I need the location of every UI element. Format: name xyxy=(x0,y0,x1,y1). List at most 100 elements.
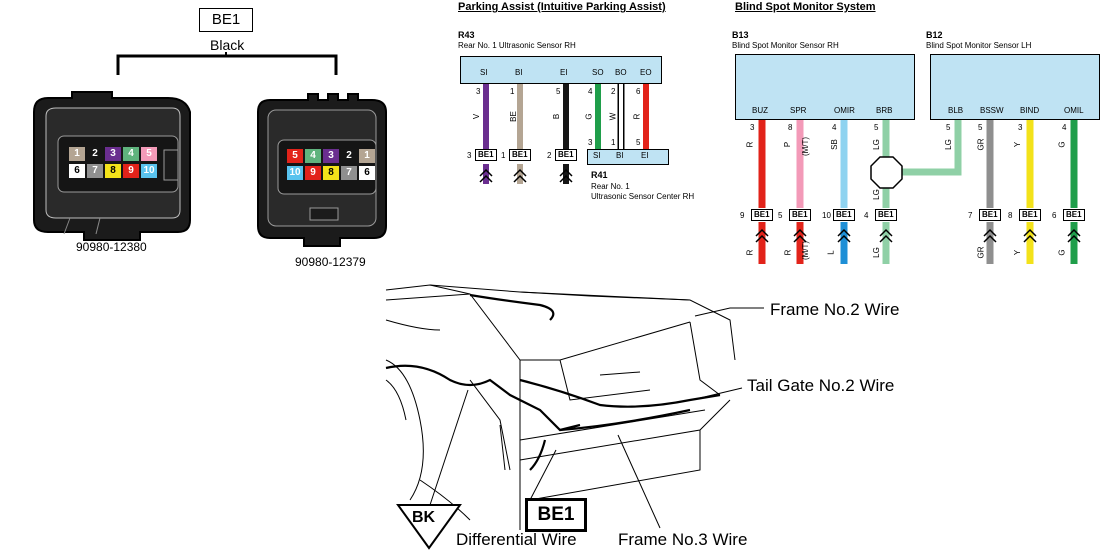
connector-pin: 10 xyxy=(141,164,157,178)
wire-bottom-pin: 1 xyxy=(611,138,616,147)
be1-connector-tag: BE1 xyxy=(875,209,897,221)
connector-pin: 6 xyxy=(69,164,85,178)
wire-top-pin: 5 xyxy=(946,123,951,132)
r43-pin-label: SI xyxy=(480,68,488,77)
connector-pin: 9 xyxy=(123,164,139,178)
connector-pin: 7 xyxy=(87,164,103,178)
r41-pin-label: SI xyxy=(593,151,601,160)
wire-top-pin: 3 xyxy=(750,123,755,132)
be1-connector-tag: BE1 xyxy=(555,149,577,161)
r43-pin-label: EI xyxy=(560,68,568,77)
wire-top-pin: 8 xyxy=(788,123,793,132)
r43-code: R43 xyxy=(458,30,475,40)
b12-pin-label: BLB xyxy=(948,106,964,115)
wire-top-pin: 3 xyxy=(1018,123,1023,132)
wire-top-pin: 2 xyxy=(611,87,616,96)
connector-pin: 5 xyxy=(141,147,157,161)
r43-pin-label: SO xyxy=(592,68,604,77)
connector-pin: 3 xyxy=(323,149,339,163)
b13-pin-label: OMIR xyxy=(834,106,855,115)
frame-no3-wire-callout: Frame No.3 Wire xyxy=(618,530,748,549)
b13-code: B13 xyxy=(732,30,749,40)
wire-bottom-pin: 3 xyxy=(588,138,593,147)
b12-pin-label: BIND xyxy=(1020,106,1040,115)
wire-conn-pin: 2 xyxy=(547,151,552,160)
wire-conn-pin: 7 xyxy=(968,211,973,220)
wire-top-pin: 4 xyxy=(832,123,837,132)
b13-sensor-box xyxy=(735,54,915,120)
wire-top-pin: 1 xyxy=(510,87,515,96)
b12-sensor-box xyxy=(930,54,1100,120)
wire-conn-pin: 4 xyxy=(864,211,869,220)
b13-pin-label: SPR xyxy=(790,106,807,115)
b12-pin-label: OMIL xyxy=(1064,106,1084,115)
r43-pin-label: EO xyxy=(640,68,652,77)
parking-assist-title: Parking Assist (Intuitive Parking Assist… xyxy=(458,1,666,13)
connector-pin: 1 xyxy=(359,149,375,163)
frame-no2-wire-callout: Frame No.2 Wire xyxy=(770,300,900,319)
be1-connector-tag: BE1 xyxy=(475,149,497,161)
wire-top-pin: 5 xyxy=(874,123,879,132)
r41-pin-label: BI xyxy=(616,151,624,160)
wire-conn-pin: 8 xyxy=(1008,211,1013,220)
wire-top-pin: 4 xyxy=(588,87,593,96)
r43-sensor-box xyxy=(460,56,662,84)
connector-pin: 4 xyxy=(305,149,321,163)
be1-connector-tag: BE1 xyxy=(509,149,531,161)
connector-pin: 7 xyxy=(341,166,357,180)
r41-name-line2: Ultrasonic Sensor Center RH xyxy=(591,192,695,201)
left-part-number: 90980-12380 xyxy=(76,240,147,254)
r41-pin-label: EI xyxy=(641,151,649,160)
be1-connector-tag: BE1 xyxy=(979,209,1001,221)
r41-code: R41 xyxy=(591,170,608,180)
r41-sensor-box xyxy=(587,149,669,165)
b12-pin-label: BSSW xyxy=(980,106,1004,115)
wire-top-pin: 6 xyxy=(636,87,641,96)
wire-top-pin: 5 xyxy=(978,123,983,132)
be1-connector-tag: BE1 xyxy=(789,209,811,221)
wire-top-pin: 5 xyxy=(556,87,561,96)
be1-connector-tag: BE1 xyxy=(1063,209,1085,221)
connector-pin: 8 xyxy=(105,164,121,178)
connector-pin: 9 xyxy=(305,166,321,180)
r43-name: Rear No. 1 Ultrasonic Sensor RH xyxy=(458,41,576,50)
differential-wire-callout: Differential Wire xyxy=(456,530,577,549)
connector-id-box: BE1 xyxy=(199,8,253,32)
wire-conn-pin: 10 xyxy=(822,211,831,220)
r41-name-line1: Rear No. 1 xyxy=(591,182,630,191)
b13-pin-label: BUZ xyxy=(752,106,768,115)
connector-pin: 8 xyxy=(323,166,339,180)
wire-conn-pin: 6 xyxy=(1052,211,1057,220)
be1-connector-tag: BE1 xyxy=(751,209,773,221)
b12-name: Blind Spot Monitor Sensor LH xyxy=(926,41,1032,50)
wire-top-pin: 3 xyxy=(476,87,481,96)
wire-conn-pin: 5 xyxy=(778,211,783,220)
wire-conn-pin: 9 xyxy=(740,211,745,220)
be1-connector-tag: BE1 xyxy=(1019,209,1041,221)
connector-pin: 2 xyxy=(87,147,103,161)
connector-pin: 2 xyxy=(341,149,357,163)
b12-code: B12 xyxy=(926,30,943,40)
r43-pin-label: BI xyxy=(515,68,523,77)
wire-conn-pin: 1 xyxy=(501,151,506,160)
b13-pin-label: BRB xyxy=(876,106,893,115)
b13-name: Blind Spot Monitor Sensor RH xyxy=(732,41,839,50)
bk-label: BK xyxy=(412,509,436,526)
wire-bottom-pin: 5 xyxy=(636,138,641,147)
connector-pin: 10 xyxy=(287,166,303,180)
be1-callout-box: BE1 xyxy=(525,498,587,532)
connector-pin: 3 xyxy=(105,147,121,161)
connector-color-label: Black xyxy=(210,37,245,53)
wire-top-pin: 4 xyxy=(1062,123,1067,132)
connector-pin: 6 xyxy=(359,166,375,180)
connector-pin: 4 xyxy=(123,147,139,161)
connector-pin: 5 xyxy=(287,149,303,163)
connector-pin: 1 xyxy=(69,147,85,161)
right-part-number: 90980-12379 xyxy=(295,255,366,269)
